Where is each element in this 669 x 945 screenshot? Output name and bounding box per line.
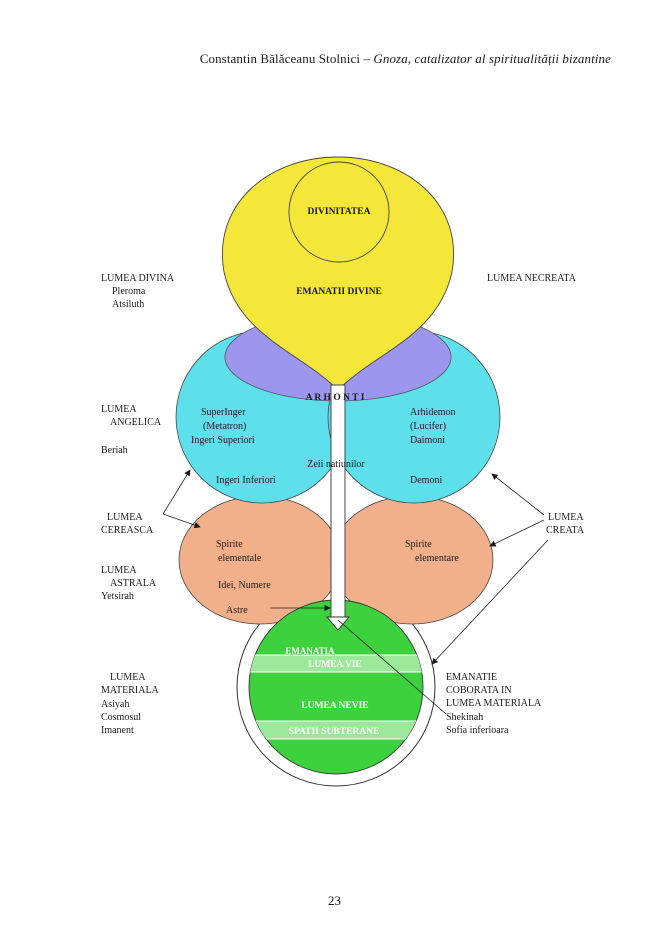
label-zeii-natiunilor: Zeii natiunilor [307,459,365,470]
label-coborata-in: COBORATA IN [446,685,512,696]
label-lumea-astrala-1: LUMEA [101,565,137,576]
label-superinger: SuperInger [201,407,246,418]
label-elementare: elementare [415,553,459,564]
label-beriah: Beriah [101,445,128,456]
label-ingeri-superiori: Ingeri Superiori [191,435,255,446]
header-title: Gnoza, catalizator al spiritualității bi… [373,51,611,66]
label-asiyah: Asiyah [101,699,129,710]
label-lumea-creata-2: CREATA [546,525,585,536]
label-ingeri-inferiori: Ingeri Inferiori [216,475,276,486]
divine-emanations-teardrop [222,156,454,391]
label-emanatie: EMANATIE [446,672,497,683]
label-astre: Astre [226,605,248,616]
header-separator: – [360,51,374,66]
label-cosmosul: Cosmosul [101,712,141,723]
label-spirite-left: Spirite [216,539,243,550]
label-lumea-creata-1: LUMEA [548,512,584,523]
label-elementale: elementale [218,553,262,564]
header-author: Constantin Bălăceanu Stolnici [199,51,361,66]
channel-arrowhead [326,616,350,631]
shekinah-pointer-line [337,619,447,715]
arrow-creata-up [491,473,545,516]
label-lumea-astrala-2: ASTRALA [110,578,157,589]
label-divinitatea: DIVINITATEA [308,207,371,217]
label-lumea-angelica-1: LUMEA [101,404,137,415]
label-lumea-materiala-2: MATERIALA [101,685,160,696]
divinity-circle [288,161,390,263]
label-idei-numere: Idei, Numere [218,580,271,591]
label-emanatii-divine: EMANATII DIVINE [296,287,382,297]
label-imanent: Imanent [101,725,134,736]
arrow-cereasca-right [162,513,201,529]
label-atsiluth: Atsiluth [112,299,144,310]
label-lumea-materiala-right: LUMEA MATERIALA [446,698,542,709]
central-channel [330,384,346,618]
label-lumea-cereasca-2: CEREASCA [101,525,154,536]
label-arhidemon: Arhidemon [410,407,456,418]
spatii-subterane-band [249,721,423,739]
arrow-creata-left [489,519,545,547]
label-sofia-inferioara: Sofia inferioara [446,725,509,736]
label-lucifer: (Lucifer) [410,421,446,432]
label-yetsirah: Yetsirah [101,591,134,602]
label-emanatia: EMANATIA [285,646,335,656]
material-world-circle [248,599,424,775]
label-daimoni: Daimoni [410,435,445,446]
arrow-creata-down [431,539,549,665]
arrow-cereasca-up [162,469,191,515]
label-lumea-necreata: LUMEA NECREATA [487,273,577,284]
label-pleroma: Pleroma [112,286,146,297]
label-lumea-nevie: LUMEA NEVIE [301,701,368,711]
label-lumea-cereasca-1: LUMEA [107,512,143,523]
label-spatii-subterane: SPATII SUBTERANE [289,727,380,737]
running-header: Constantin Bălăceanu Stolnici – Gnoza, c… [200,51,611,67]
label-arhonti: A R H O N T I [306,393,365,403]
label-spirite-right: Spirite [405,539,432,550]
label-lumea-vie: LUMEA VIE [308,660,362,670]
lumea-vie-band [249,655,423,672]
label-lumea-divina: LUMEA DIVINA [101,273,175,284]
label-lumea-angelica-2: ANGELICA [110,417,162,428]
label-metatron: (Metatron) [203,421,246,432]
label-lumea-materiala-1: LUMEA [110,672,146,683]
page-number: 23 [328,893,341,908]
label-shekinah: Shekinah [446,712,483,723]
label-demoni: Demoni [410,475,442,486]
